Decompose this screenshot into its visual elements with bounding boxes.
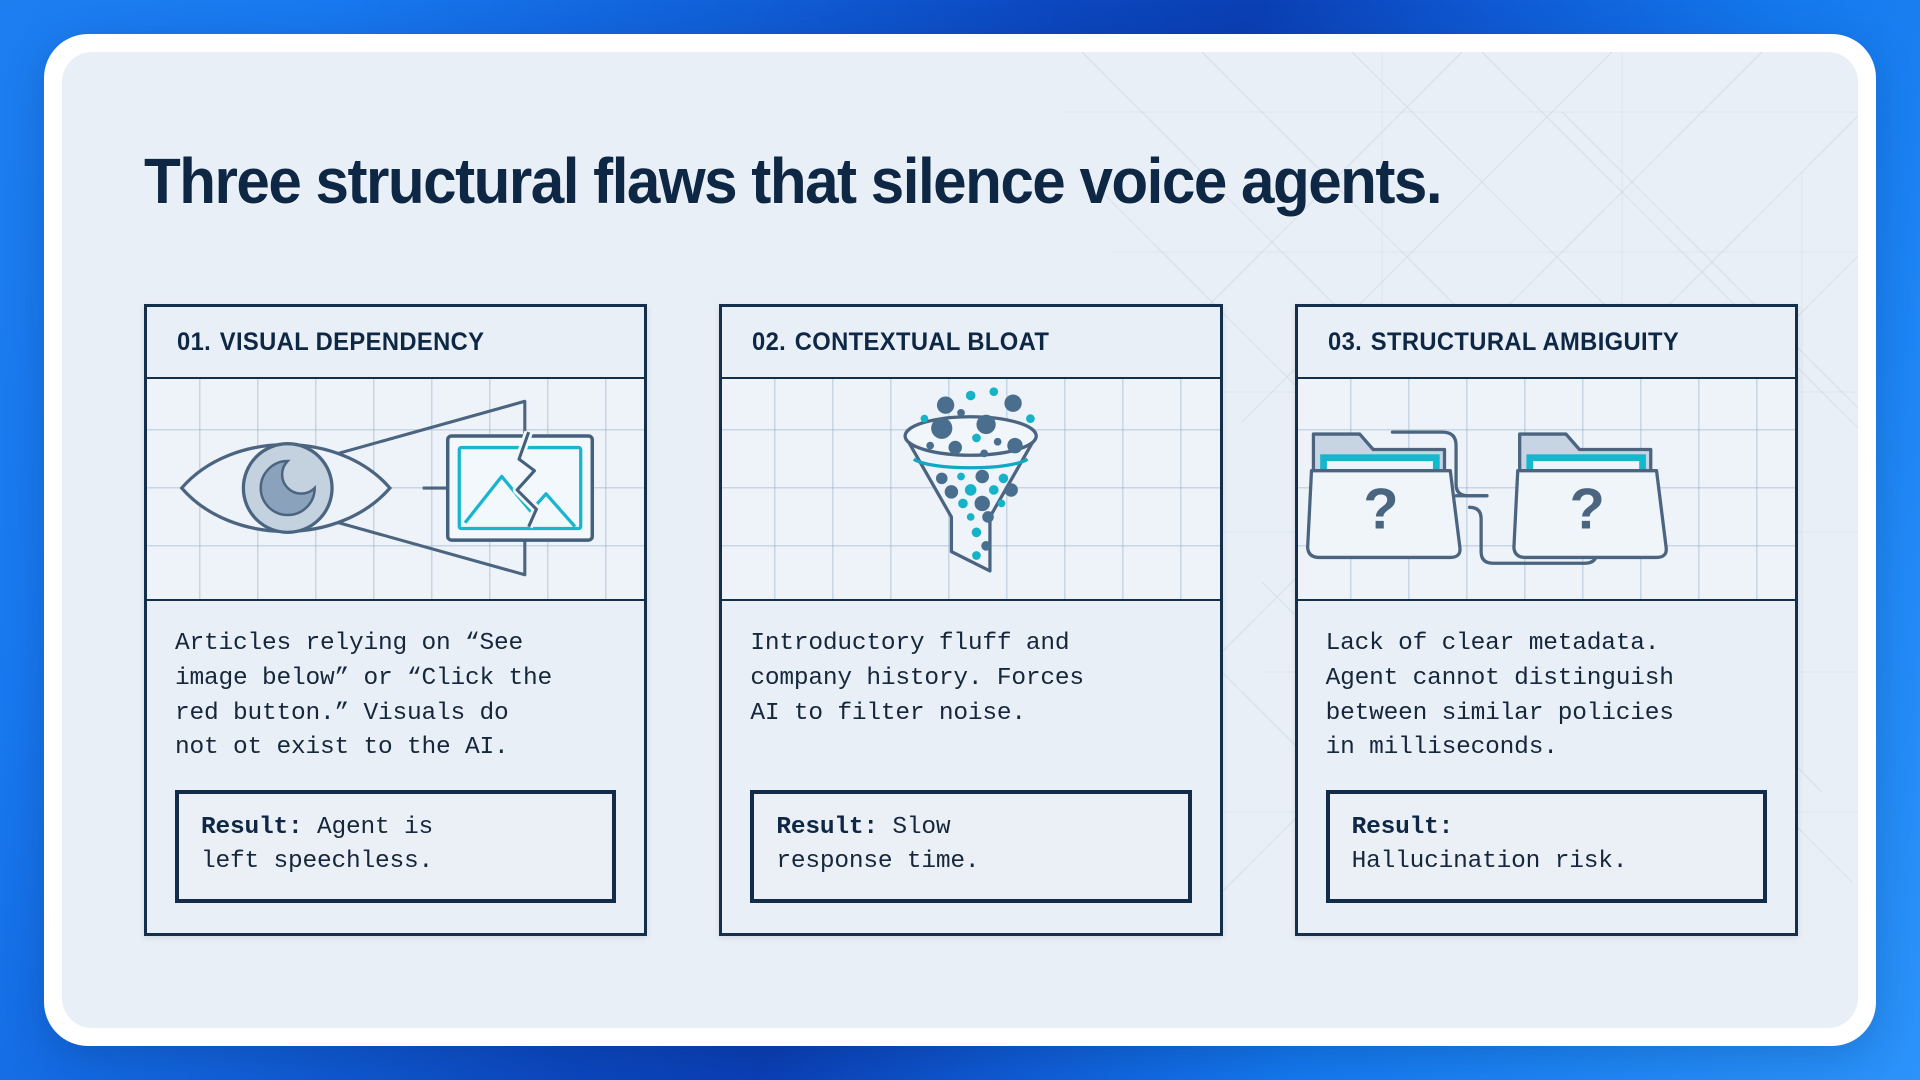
page-title: Three structural flaws that silence voic… (144, 145, 1443, 217)
result-box: Result: Agent is left speechless. (175, 790, 617, 903)
card-body-text: Introductory fluff and company history. … (750, 630, 1084, 727)
card-illustration (147, 379, 645, 601)
flaw-card-structural-ambiguity[interactable]: 03. STRUCTURAL AMBIGUITY (1294, 304, 1798, 936)
card-illustration (722, 379, 1220, 601)
card-number: 01. (177, 327, 212, 356)
result-label: Result: (201, 814, 303, 842)
card-number: 02. (752, 327, 787, 356)
flaw-card-list: 01.VISUAL DEPENDENCY (144, 304, 1798, 936)
card-heading-label: CONTEXTUAL BLOAT (795, 327, 1050, 356)
result-label: Result: (1351, 814, 1454, 842)
flaw-card-visual-dependency[interactable]: 01.VISUAL DEPENDENCY (144, 304, 648, 936)
result-text: Slow response time. (776, 814, 980, 876)
outer-card-frame: Three structural flaws that silence voic… (44, 34, 1876, 1046)
result-text: Hallucination risk. (1351, 848, 1628, 876)
card-heading: 02. CONTEXTUAL BLOAT (752, 328, 1049, 357)
funnel-noise-icon (903, 387, 1039, 573)
eye-broken-image-icon (179, 399, 595, 577)
result-text: Agent is left speechless. (201, 814, 434, 876)
card-heading-label: VISUAL DEPENDENCY (219, 327, 485, 356)
result-box: Result: Slow response time. (750, 790, 1192, 903)
svg-text:?: ? (1569, 478, 1604, 542)
svg-text:?: ? (1363, 478, 1398, 542)
content-panel: Three structural flaws that silence voic… (62, 52, 1858, 1028)
card-heading: 01.VISUAL DEPENDENCY (177, 328, 484, 357)
card-number: 03. (1327, 327, 1362, 356)
card-body-text: Lack of clear metadata. Agent cannot dis… (1325, 630, 1674, 762)
result-label: Result: (776, 814, 878, 842)
result-box: Result: Hallucination risk. (1325, 790, 1767, 903)
card-header: 02. CONTEXTUAL BLOAT (722, 307, 1220, 379)
card-header: 01.VISUAL DEPENDENCY (147, 307, 645, 379)
card-heading: 03. STRUCTURAL AMBIGUITY (1328, 328, 1679, 357)
card-body-text: Articles relying on “See image below” or… (175, 630, 553, 762)
flaw-card-contextual-bloat[interactable]: 02. CONTEXTUAL BLOAT (719, 304, 1223, 936)
card-heading-label: STRUCTURAL AMBIGUITY (1370, 327, 1679, 356)
folders-question-icon: ? ? (1305, 430, 1668, 565)
card-illustration: ? ? (1297, 379, 1795, 601)
card-header: 03. STRUCTURAL AMBIGUITY (1297, 307, 1795, 379)
